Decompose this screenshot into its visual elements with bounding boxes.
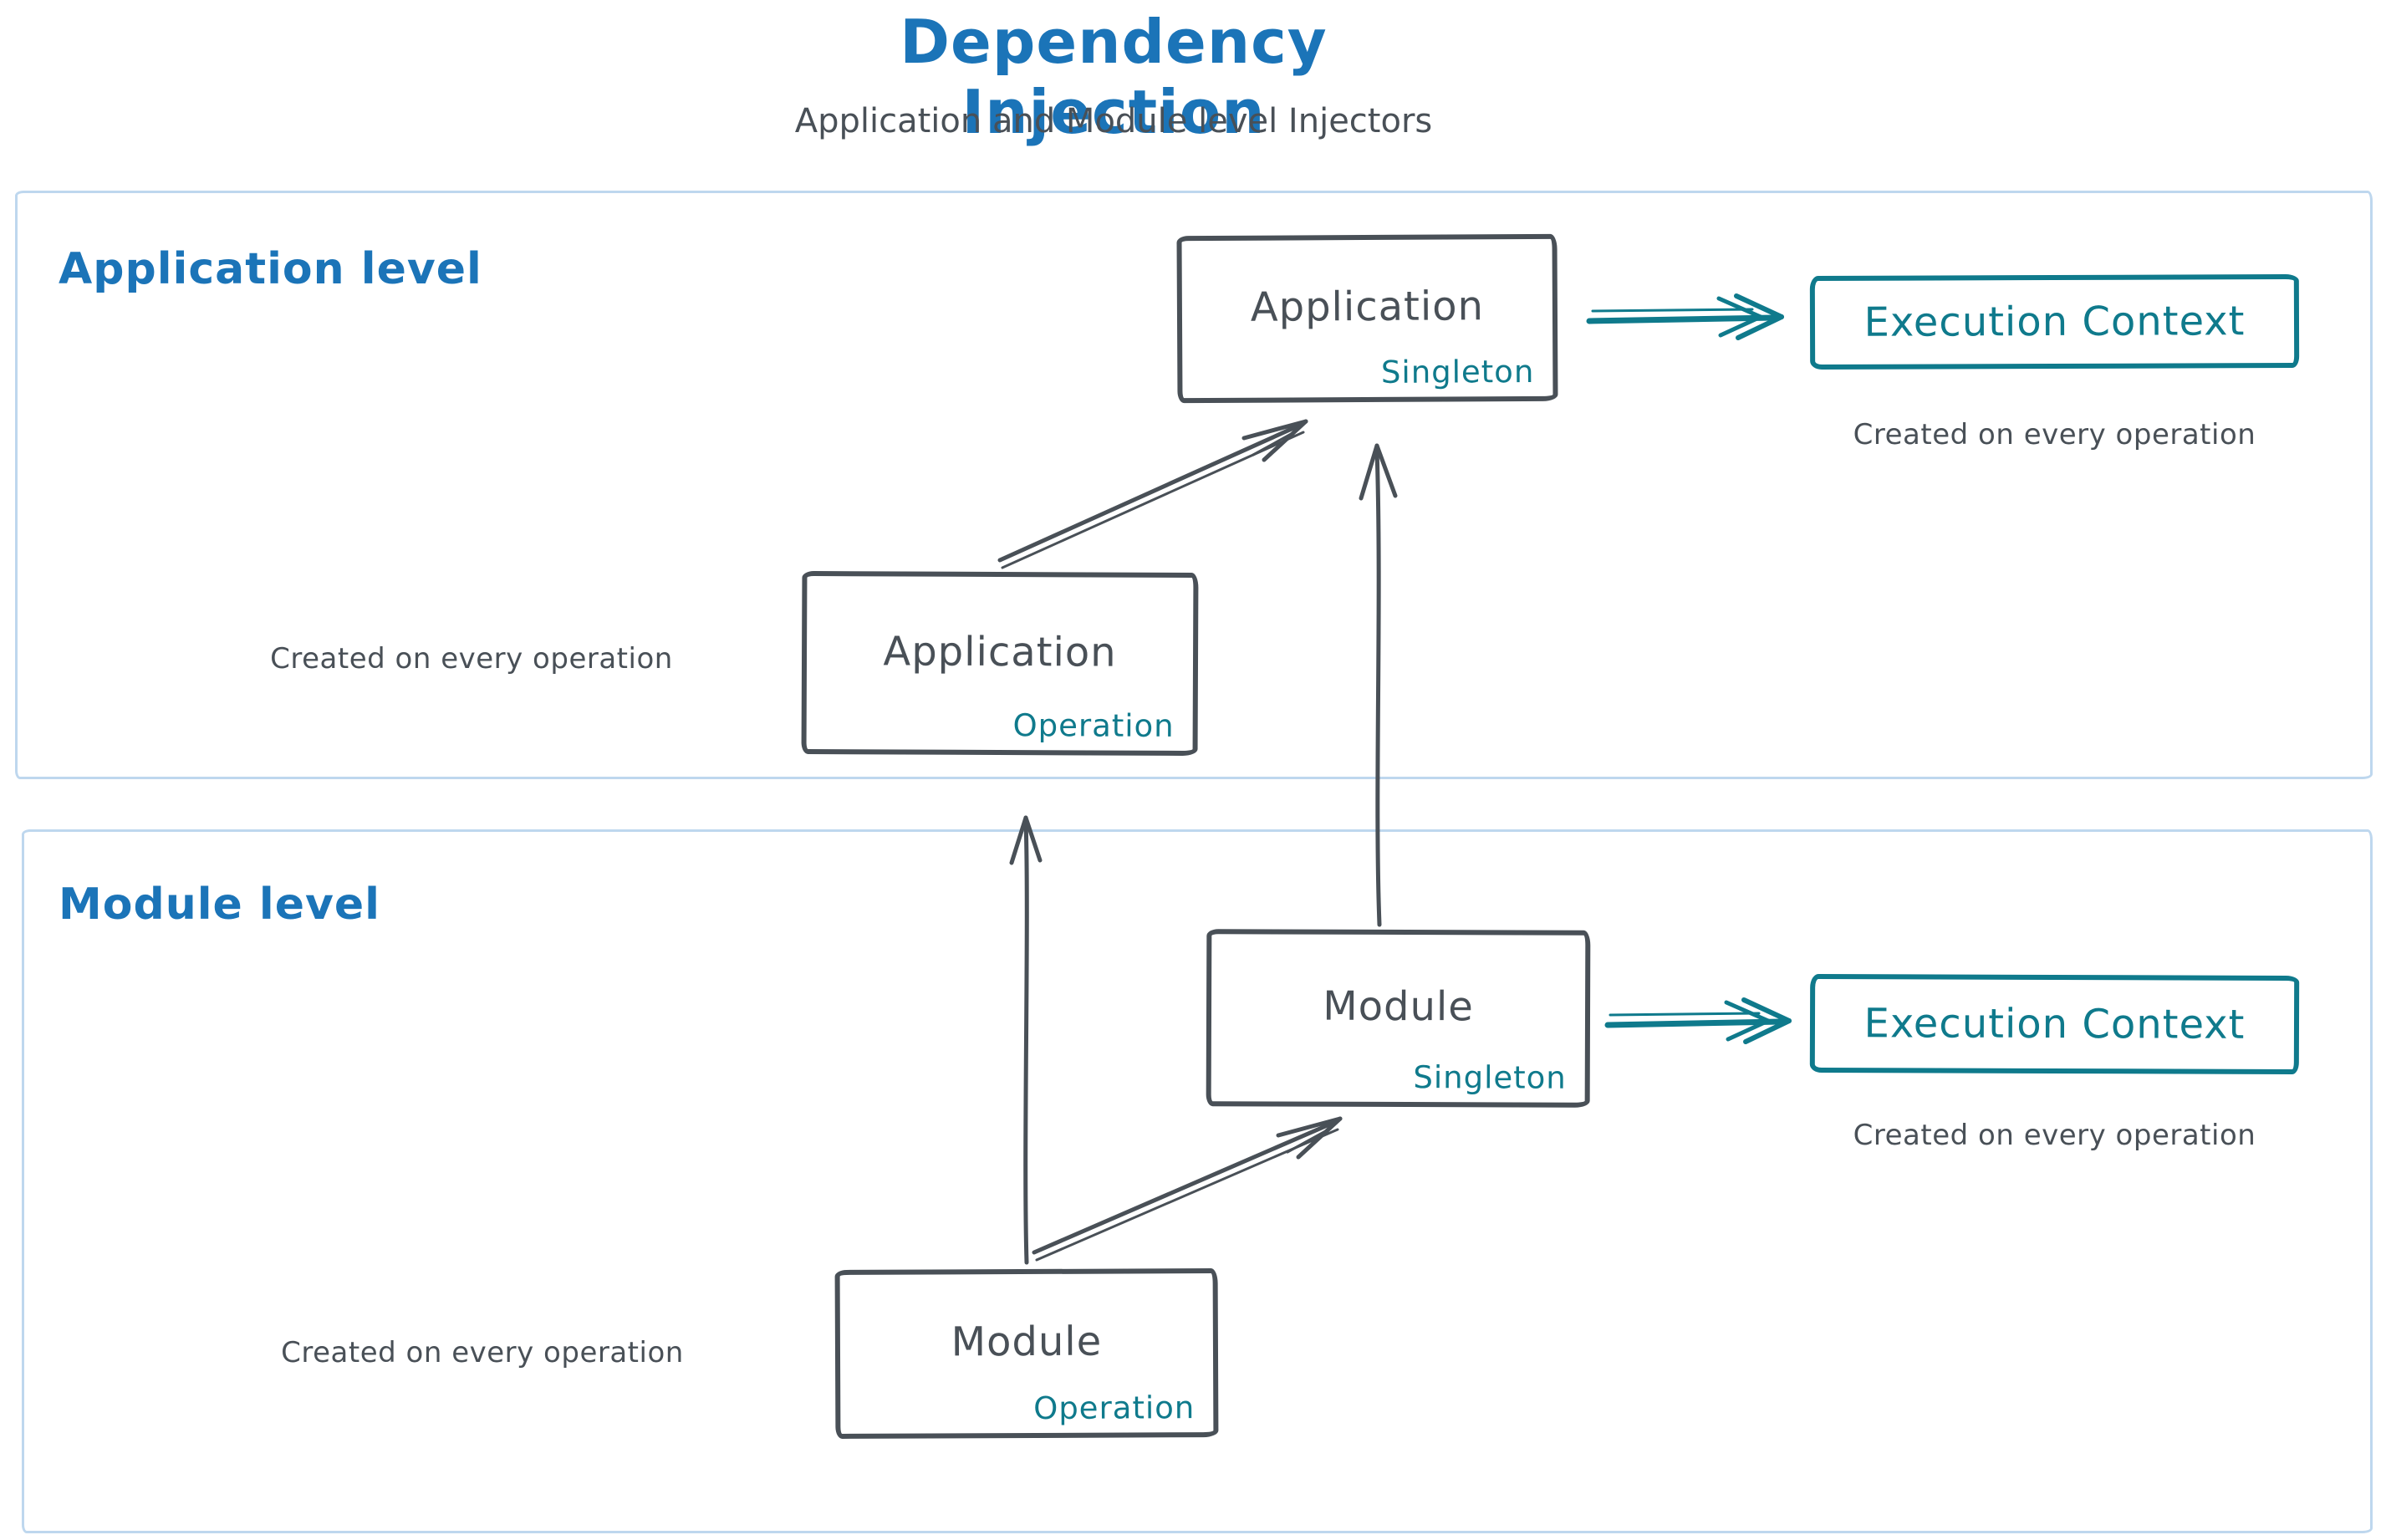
module-operation-note: Created on every operation — [281, 1336, 684, 1369]
app-singleton-title: Application — [1250, 283, 1485, 331]
app-operation-title: Application — [883, 627, 1117, 676]
arrow-module-operation-to-module-singleton — [1032, 1116, 1343, 1262]
module-operation-scope-label: Operation — [1033, 1390, 1196, 1426]
module-singleton-node: Module Singleton — [1206, 929, 1591, 1108]
app-singleton-node: Application Singleton — [1176, 233, 1558, 404]
module-execution-context-title: Execution Context — [1863, 1000, 2246, 1048]
arrow-app-singleton-to-execution-context — [1586, 293, 1784, 340]
diagram-subtitle: Application and Module level Injectors — [794, 102, 1433, 140]
module-operation-node: Module Operation — [834, 1268, 1219, 1439]
application-level-label: Application level — [59, 244, 482, 294]
arrow-module-singleton-to-execution-context — [1604, 997, 1792, 1044]
module-singleton-scope-label: Singleton — [1413, 1059, 1567, 1096]
module-singleton-title: Module — [1323, 982, 1474, 1031]
application-level-frame — [15, 191, 2373, 779]
app-operation-scope-label: Operation — [1012, 707, 1175, 744]
app-operation-note: Created on every operation — [270, 642, 673, 676]
diagram-title: Dependency Injection — [900, 7, 1328, 147]
module-execution-context-node: Execution Context — [1809, 973, 2300, 1075]
module-execution-context-note: Created on every operation — [1853, 1119, 2256, 1152]
app-singleton-scope-label: Singleton — [1380, 353, 1535, 390]
app-execution-context-title: Execution Context — [1863, 298, 2246, 346]
arrow-app-operation-to-app-singleton — [997, 419, 1308, 569]
app-execution-context-node: Execution Context — [1809, 273, 2300, 370]
arrow-module-singleton-to-app-singleton — [1359, 443, 1398, 927]
module-level-label: Module level — [59, 880, 380, 930]
app-operation-node: Application Operation — [801, 570, 1199, 757]
arrow-module-operation-to-app-operation — [1009, 815, 1043, 1265]
app-execution-context-note: Created on every operation — [1853, 418, 2256, 451]
module-level-frame — [22, 829, 2373, 1533]
module-operation-title: Module — [951, 1318, 1103, 1366]
